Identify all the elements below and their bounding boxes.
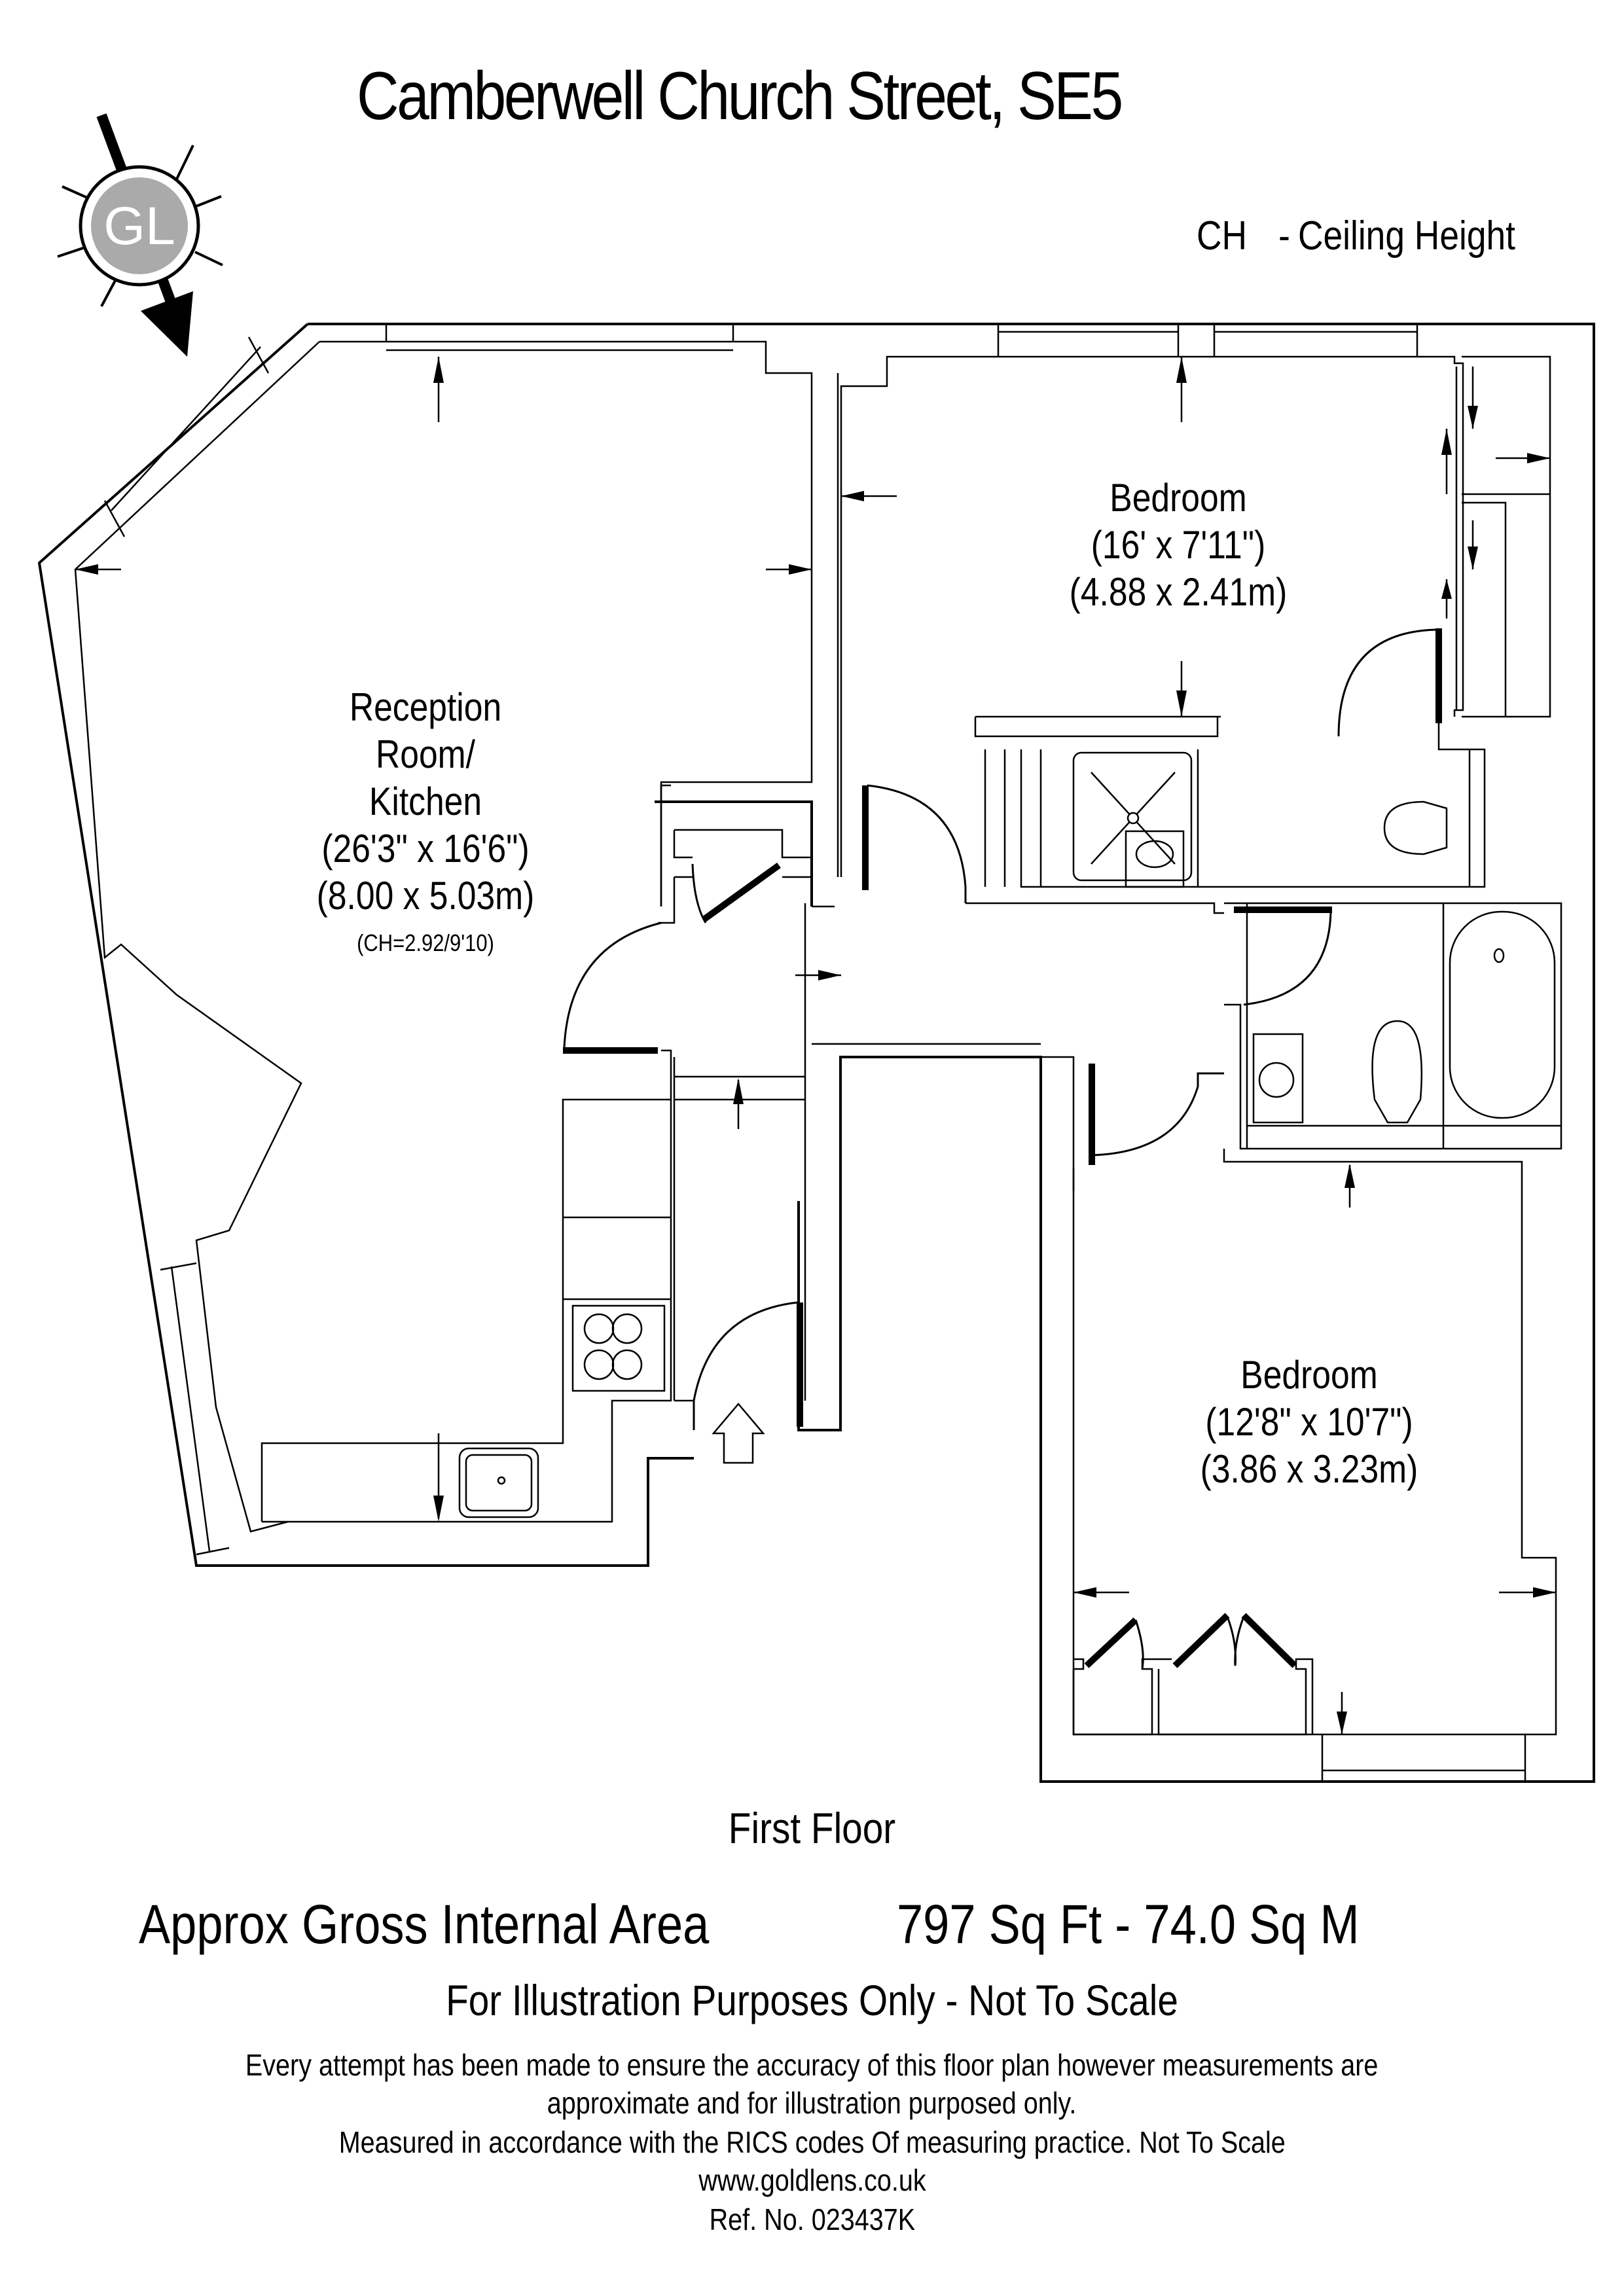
disclaimer-line: Measured in accordance with the RICS cod… [0,2125,1624,2160]
compass-north-arrow-icon: GL [57,113,223,357]
legend-separator: - [1278,213,1290,259]
area-value: 797 Sq Ft - 74.0 Sq M [897,1893,1360,1955]
kitchen-units [261,1098,672,1523]
room-dims-metric: (4.88 x 2.41m) [1069,570,1288,614]
reference-text: Ref. No. 023437K [709,2202,915,2236]
disclaimer-text: approximate and for illustration purpose… [547,2086,1077,2120]
legend-meaning: Ceiling Height [1297,213,1515,259]
disclaimer-line: approximate and for illustration purpose… [0,2085,1624,2121]
room-name-line: Bedroom [1110,476,1247,520]
bathroom-walls [1224,902,1562,1150]
wardrobe-door-2[interactable] [1172,1613,1230,1668]
bath-icon [1449,910,1556,1119]
illustration-note-text: For Illustration Purposes Only - Not To … [446,1976,1178,2024]
room-name-line: Kitchen [369,780,482,823]
room-label-bedroom-1: Bedroom (16' x 7'11") (4.88 x 2.41m) [1020,475,1336,616]
room-ceiling-height: (CH=2.92/9'10) [357,929,494,956]
measurement-arrows [75,357,1556,1734]
disclaimer-text: Every attempt has been made to ensure th… [245,2048,1379,2082]
hob-icon [571,1304,666,1392]
legend: CH-Ceiling Height [1197,213,1515,259]
website-link[interactable]: www.goldlens.co.uk [0,2162,1624,2198]
logo-text: GL [103,196,175,256]
wardrobe-door-1[interactable] [1084,1617,1138,1668]
floor-name-text: First Floor [728,1804,896,1852]
disclaimer-line: Every attempt has been made to ensure th… [0,2047,1624,2083]
sink-icon [458,1447,539,1518]
website-text[interactable]: www.goldlens.co.uk [698,2163,926,2197]
room-label-bedroom-2: Bedroom (12'8" x 10'7") (3.86 x 3.23m) [1163,1352,1455,1493]
room-dims-imperial: (26'3" x 16'6") [321,827,530,870]
outer-walls [37,323,1595,1783]
wardrobe-door-3[interactable] [1241,1613,1297,1668]
entrance-arrow-icon [712,1403,765,1464]
cupboard-door[interactable] [702,862,781,923]
bathroom-toilet-icon [1371,1020,1423,1124]
toilet-icon [1383,800,1448,855]
hallway-walls [563,373,1041,1464]
bedroom-2-walls [1041,1056,1557,1782]
room-name-line: Reception [349,685,502,729]
illustration-note: For Illustration Purposes Only - Not To … [0,1975,1624,2025]
area-label: Approx Gross Internal Area [139,1893,710,1955]
page-title: Camberwell Church Street, SE5 [357,58,1123,134]
room-label-reception-kitchen: Reception Room/ Kitchen (26'3" x 16'6") … [274,684,577,957]
room-name-line: Bedroom [1240,1353,1378,1397]
room-dims-imperial: (16' x 7'11") [1091,523,1266,567]
disclaimer-text: Measured in accordance with the RICS cod… [338,2125,1286,2159]
room-dims-imperial: (12'8" x 10'7") [1205,1400,1413,1444]
legend-abbr: CH [1197,213,1248,259]
room-name-line: Room/ [376,732,475,776]
reference-number: Ref. No. 023437K [0,2202,1624,2237]
room-dims-metric: (3.86 x 3.23m) [1200,1447,1418,1491]
bedroom-1-walls [840,324,1551,914]
floor-name: First Floor [0,1803,1624,1853]
shower-icon [1072,751,1193,882]
bathroom-basin-icon [1252,1033,1304,1124]
room-dims-metric: (8.00 x 5.03m) [316,874,535,918]
basin-icon [1125,830,1185,888]
